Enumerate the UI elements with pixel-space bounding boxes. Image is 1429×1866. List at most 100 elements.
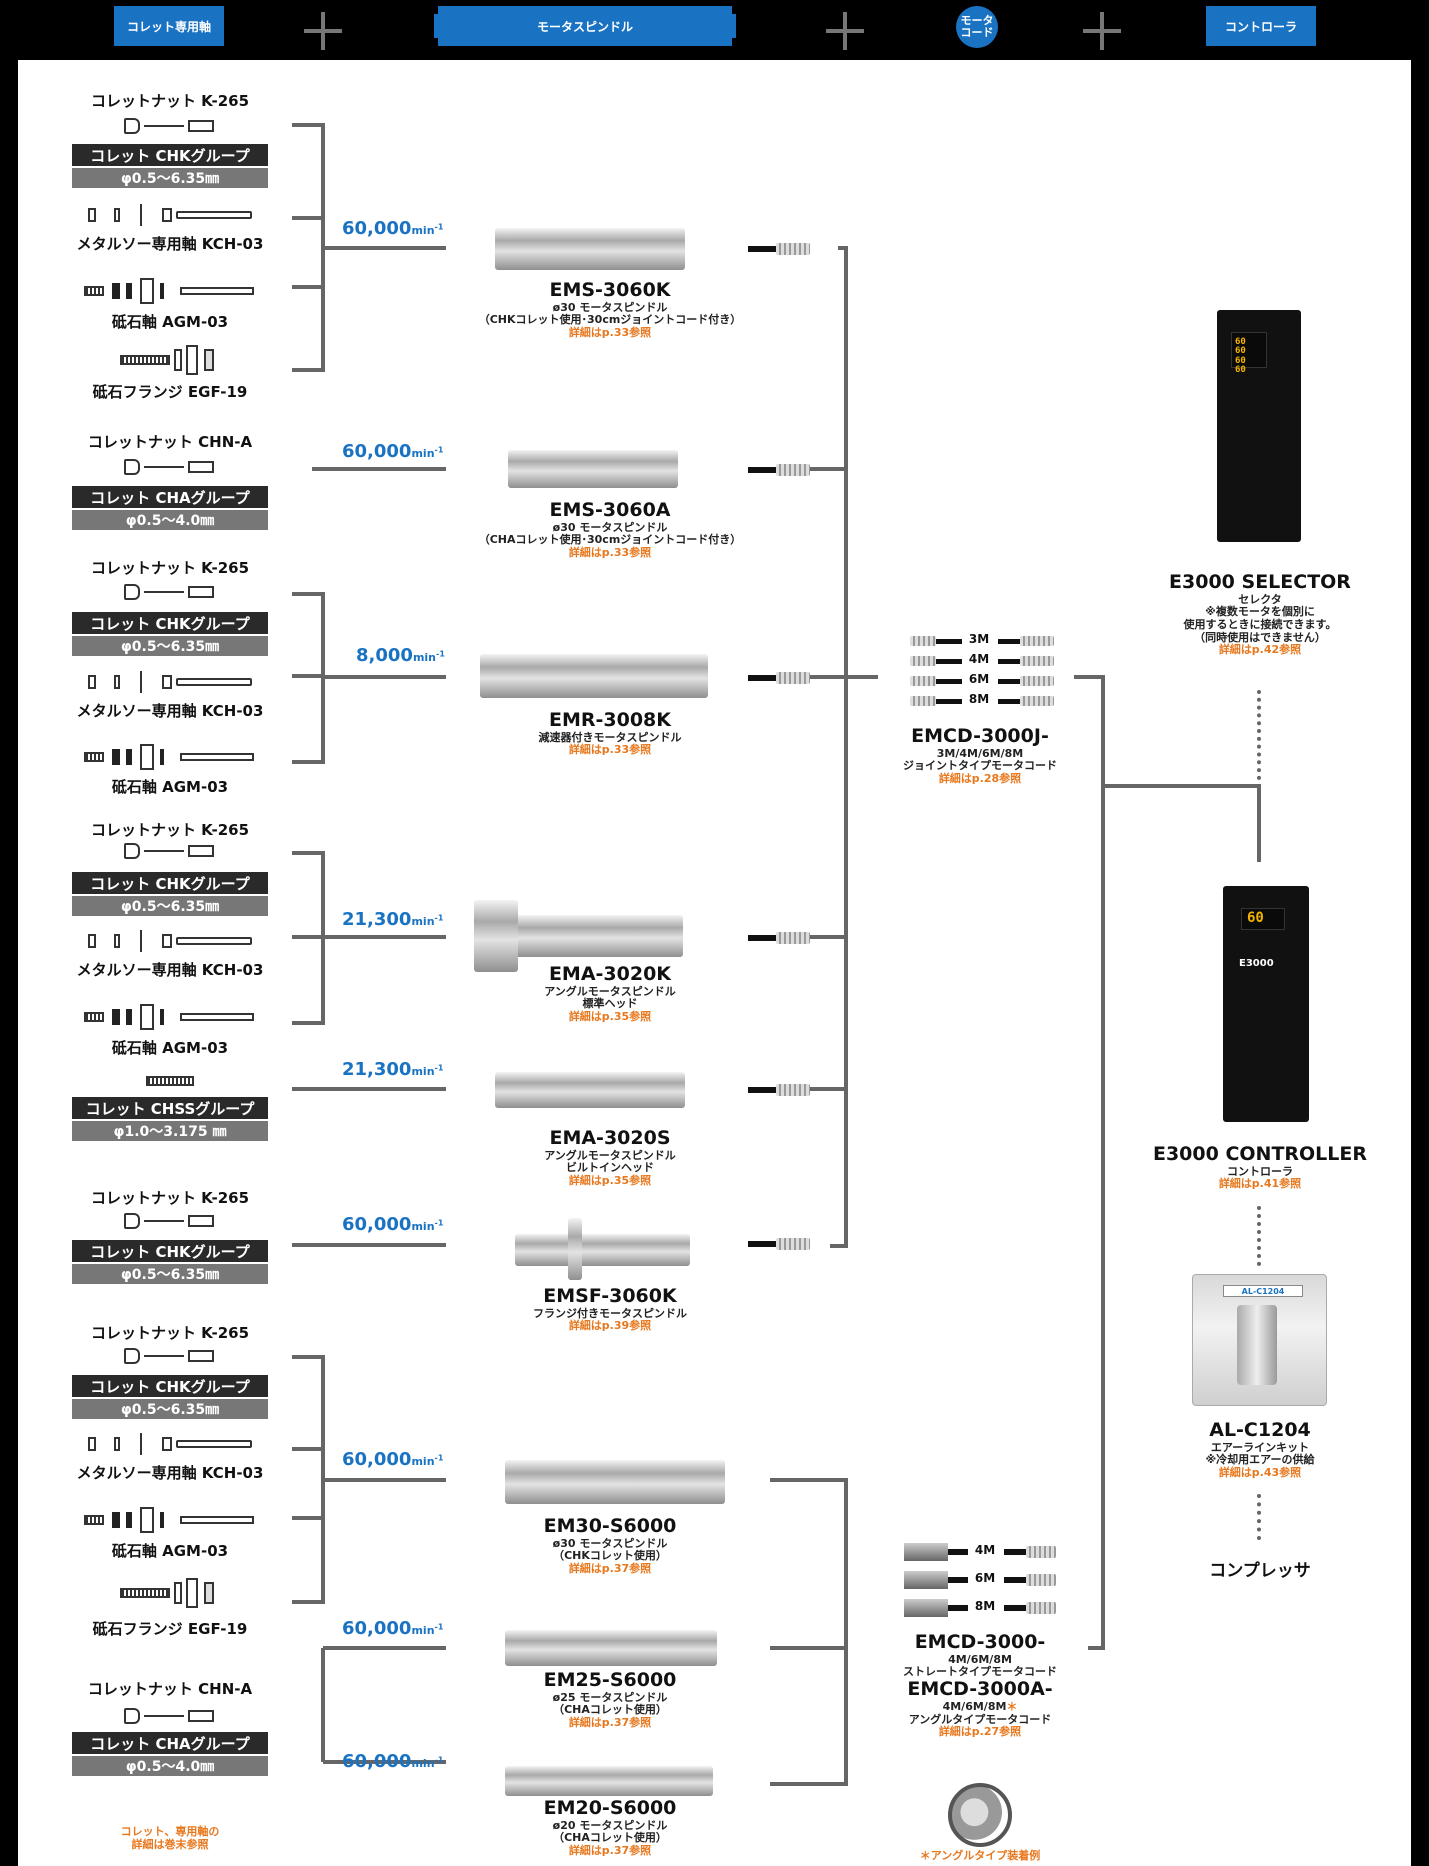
motor-name: EM25-S6000 <box>543 1669 677 1691</box>
speed-unit: min-1 <box>411 1063 444 1078</box>
motor-spindle-image <box>568 1218 582 1280</box>
agm-label: 砥石軸 AGM-03 <box>111 1039 229 1057</box>
agm-label: 砥石軸 AGM-03 <box>111 1542 229 1560</box>
disc-icon <box>160 283 164 299</box>
cable-icon <box>748 675 776 681</box>
agm-label: 砥石軸 AGM-03 <box>111 778 229 796</box>
chss-collet-icon <box>146 1076 194 1086</box>
page-ref: 詳細はp.35参照 <box>568 1174 652 1188</box>
cord-label-straight: EMCD-3000- 4M/6M/8M ストレートタイプモータコード EMCD-… <box>880 1631 1080 1739</box>
flange-icon <box>186 345 198 375</box>
washer-icon <box>88 675 96 689</box>
page-ref: 詳細はp.37参照 <box>568 1844 652 1858</box>
cord-lengths-angle: 4M/6M/8M＊ <box>942 1699 1018 1713</box>
disc-icon <box>112 1009 120 1025</box>
speed-label: 60,000min-1 <box>342 1449 444 1470</box>
shaft-icon <box>176 937 252 945</box>
page-ref: 詳細はp.33参照 <box>568 546 652 560</box>
speed-unit: min-1 <box>411 1622 444 1637</box>
controller-desc: セレクタ ※複数モータを個別に 使用するときに接続できます。 （同時使用はできま… <box>1183 592 1337 644</box>
grinding-flange-icon <box>120 1588 170 1598</box>
motor-name: EM30-S6000 <box>543 1515 677 1537</box>
connector-icon <box>1026 1574 1056 1586</box>
motor-spindle-image <box>480 654 708 698</box>
speed-unit: min-1 <box>411 1218 444 1233</box>
controller-name: E3000 SELECTOR <box>1169 571 1351 593</box>
connector-icon <box>776 1084 810 1096</box>
cable-icon <box>948 1605 968 1611</box>
selector-label: E3000 SELECTOR セレクタ ※複数モータを個別に 使用するときに接続… <box>1140 571 1380 657</box>
dotted-connector <box>1257 690 1261 780</box>
cable-icon <box>998 659 1020 664</box>
motor-name: EMS-3060K <box>549 279 671 301</box>
shaft-icon <box>180 1013 254 1021</box>
collet-group-label: コレット CHAグループ <box>72 1732 268 1754</box>
motor-desc: ø20 モータスピンドル （CHAコレット使用） <box>552 1818 668 1845</box>
collet-diameter: φ0.5～6.35㎜ <box>72 636 268 656</box>
flange-icon <box>140 744 154 770</box>
collet-diameter: φ0.5～4.0㎜ <box>72 510 268 530</box>
dash-icon <box>144 466 184 468</box>
speed-unit: min-1 <box>411 1755 444 1770</box>
motor-desc: アングルモータスピンドル ビルトインヘッド <box>544 1148 676 1175</box>
collet-nut-icon <box>124 1708 140 1724</box>
page-ref: 詳細はp.35参照 <box>568 1010 652 1024</box>
disc-icon <box>112 1512 120 1528</box>
flange-icon <box>140 1507 154 1533</box>
flange-icon <box>162 934 172 948</box>
plus-icon <box>826 12 864 50</box>
collet-diameter: φ0.5～6.35㎜ <box>72 1399 268 1419</box>
cable-icon <box>936 639 962 644</box>
grinding-shaft-icon <box>84 1515 104 1525</box>
connector-icon <box>910 676 936 686</box>
motor-name: EMA-3020S <box>549 1127 671 1149</box>
washer-icon <box>114 934 120 948</box>
kch-label: メタルソー専用軸 KCH-03 <box>76 961 264 979</box>
connector-icon <box>776 243 810 255</box>
disc-icon <box>126 1009 132 1025</box>
disc-icon <box>126 749 132 765</box>
page-ref: 詳細はp.42参照 <box>1218 643 1302 657</box>
flange-icon <box>162 675 172 689</box>
collet-group-label: コレット CHKグループ <box>72 1375 268 1397</box>
motor-spindle-image <box>474 900 518 972</box>
shaft-icon <box>180 753 254 761</box>
connector-icon <box>1020 696 1054 706</box>
page-ref: 詳細はp.27参照 <box>938 1725 1022 1739</box>
motor-spindle-image <box>498 915 683 957</box>
connector-icon <box>910 656 936 666</box>
motor-spindle-image <box>508 450 678 488</box>
motor-spindle-image <box>515 1234 690 1266</box>
disc-icon <box>174 349 182 371</box>
dash-icon <box>144 1220 184 1222</box>
shaft-icon <box>180 287 254 295</box>
connector-icon <box>1026 1546 1056 1558</box>
motor-desc: フランジ付きモータスピンドル <box>533 1306 687 1320</box>
collet-icon <box>188 1215 214 1227</box>
speed-unit: min-1 <box>412 649 445 664</box>
cord-length-label: 6M <box>968 672 990 686</box>
kch-label: メタルソー専用軸 KCH-03 <box>76 702 264 720</box>
motor-spindle-image <box>505 1630 717 1666</box>
washer-icon <box>114 1437 120 1451</box>
speed-label: 60,000min-1 <box>342 441 444 462</box>
page-ref: 詳細はp.43参照 <box>1218 1466 1302 1480</box>
disc-icon <box>174 1582 182 1604</box>
cord-length-label: 8M <box>974 1599 996 1613</box>
angle-cord-example-label: ＊アングルタイプ装着例 <box>919 1849 1041 1862</box>
cable-icon <box>748 1241 776 1247</box>
disc-icon <box>160 1009 164 1025</box>
flange-icon <box>140 1004 154 1030</box>
motor-spindle-image <box>495 228 685 270</box>
cable-icon <box>948 1577 968 1583</box>
cord-length-label: 4M <box>974 1543 996 1557</box>
disc-icon <box>160 1512 164 1528</box>
collet-diameter: φ1.0～3.175 ㎜ <box>72 1121 268 1141</box>
plug-icon <box>904 1543 948 1561</box>
collet-icon <box>188 586 214 598</box>
